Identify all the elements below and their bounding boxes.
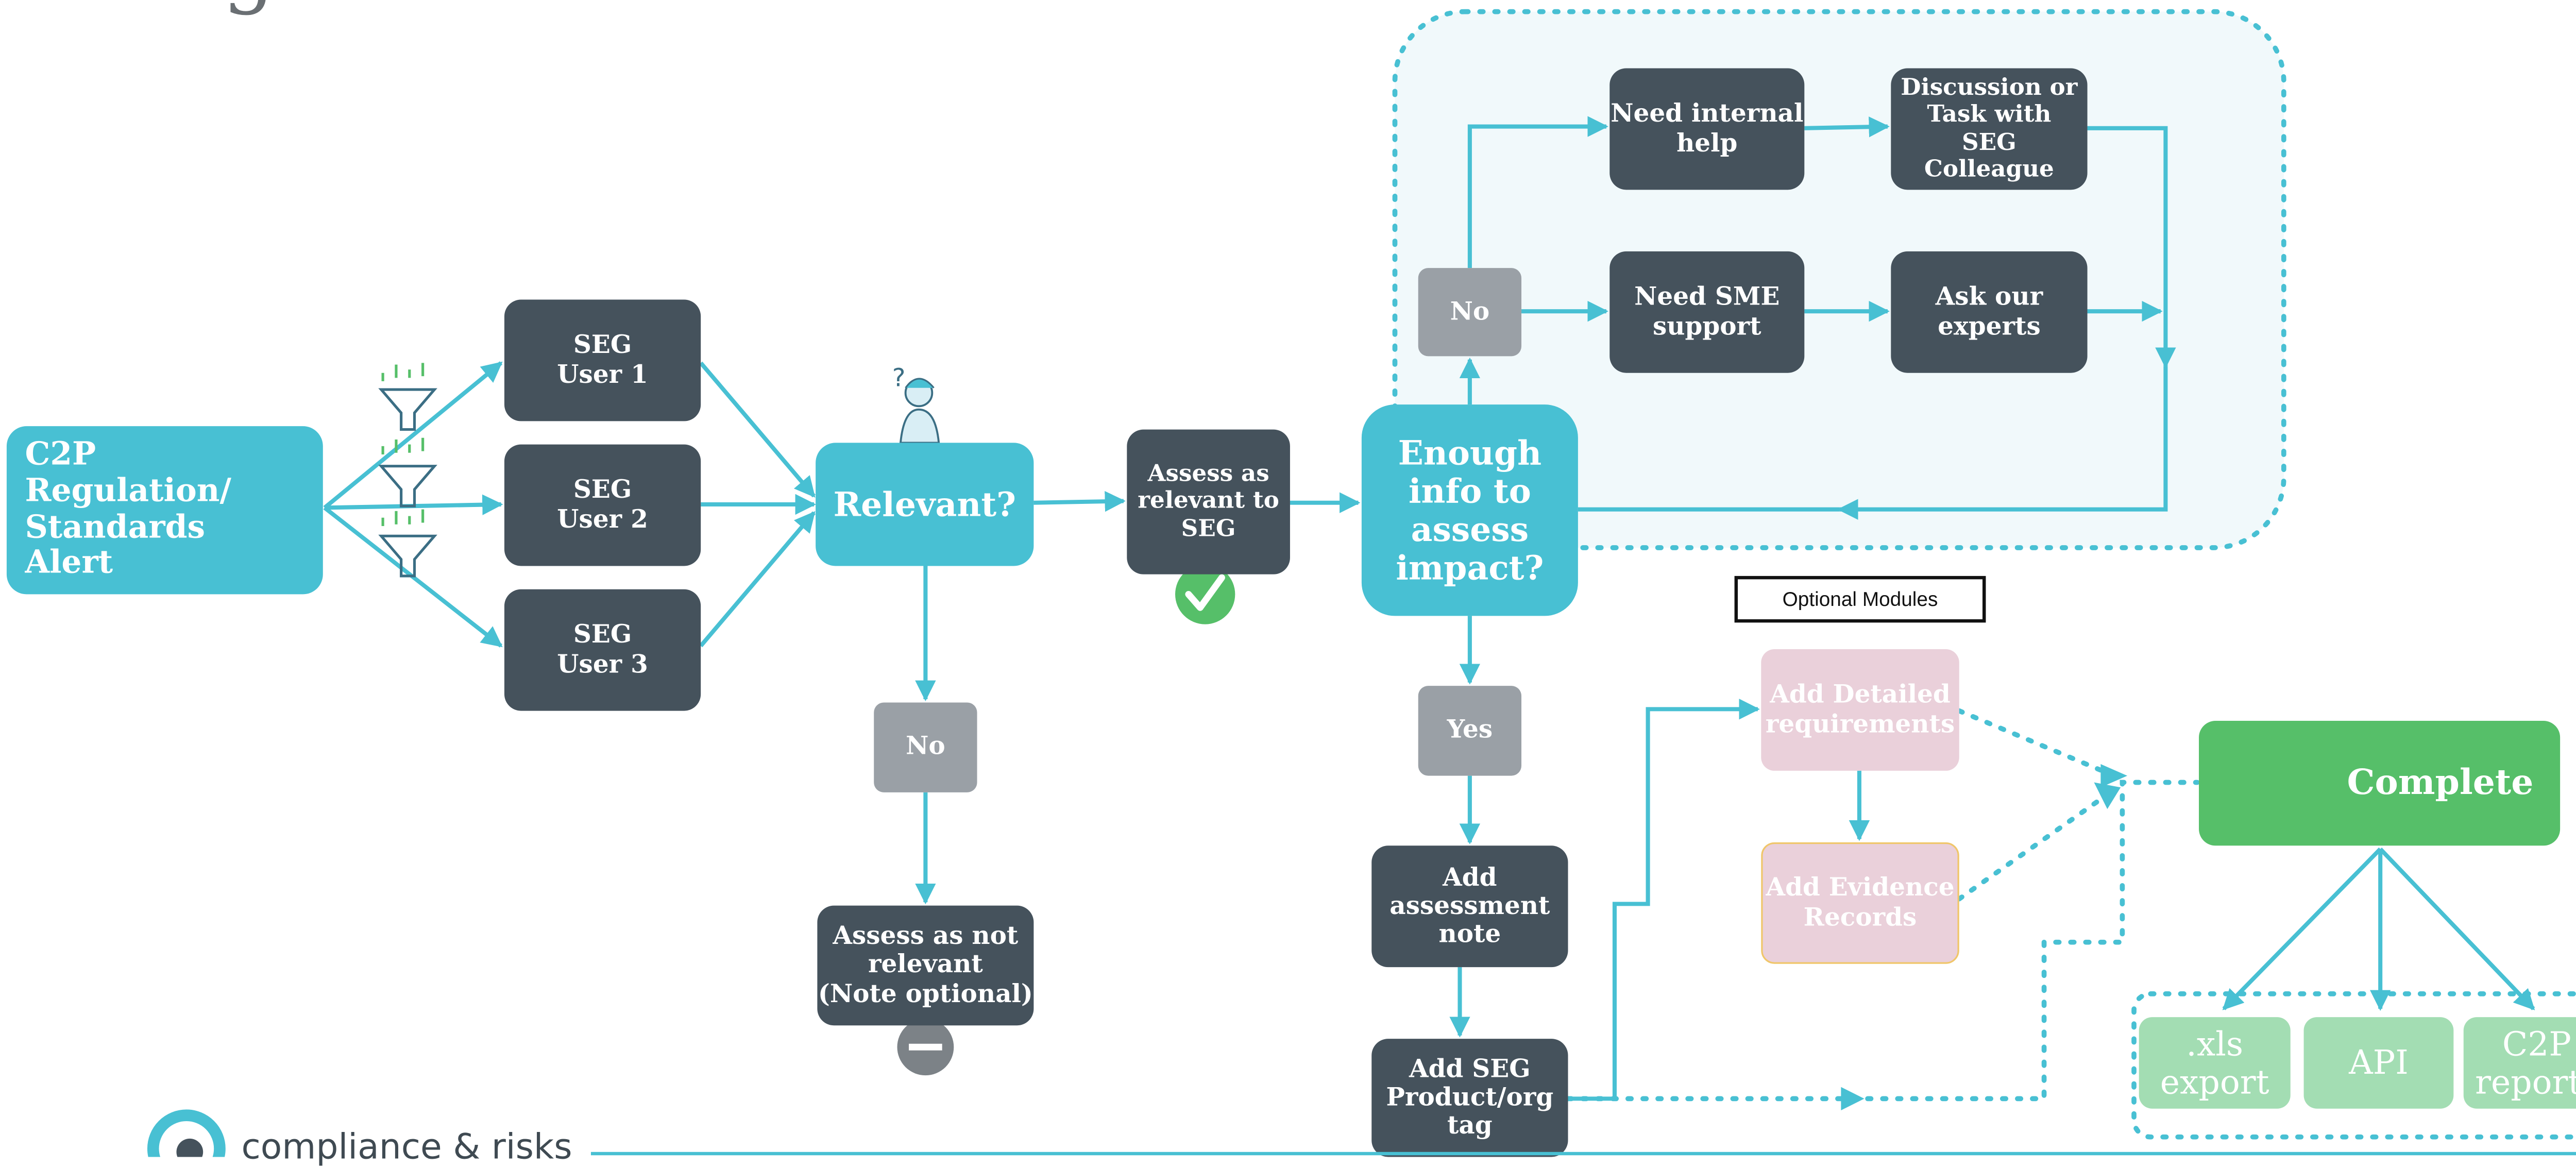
arrow-complete-c2p <box>2379 847 2535 1010</box>
svg-text:?: ? <box>892 364 906 393</box>
dotted-arrowhead-evidence <box>2094 782 2121 809</box>
arrow-user3-relevant <box>699 511 816 648</box>
arrow-internal-discussion <box>1804 116 1890 138</box>
logo-icon <box>147 1109 226 1157</box>
node-api: API <box>2303 1017 2454 1109</box>
complete-label: Complete <box>2347 761 2534 803</box>
thinking-person-icon: ? <box>892 364 940 444</box>
funnel-icon <box>378 509 437 578</box>
dotted-evidence-complete <box>1956 793 2108 902</box>
arrow-complete-xls <box>2222 847 2382 1010</box>
arrow-no-internal <box>1467 116 1608 268</box>
node-detailed-requirements: Add Detailed requirements <box>1761 649 1959 771</box>
node-no-info: No <box>1418 268 1522 357</box>
footer-logo-text: compliance & risks <box>241 1127 572 1167</box>
node-assess-not-relevant: Assess as not relevant (Note optional) <box>817 905 1034 1026</box>
minus-circle-icon <box>897 1019 954 1076</box>
dotted-detailed-complete <box>1956 708 2117 779</box>
node-need-sme: Need SME support <box>1609 251 1805 373</box>
node-discussion: Discussion or Task with SEG Colleague <box>1891 68 2088 190</box>
node-no-relevant: No <box>874 702 977 792</box>
arrow-tag-detailed <box>1568 699 1760 1101</box>
dotted-arrowhead-tag <box>1841 1087 1865 1111</box>
node-add-note: Add assessment note <box>1371 845 1568 968</box>
footer-divider <box>590 1152 2576 1156</box>
node-enough-info: Enough info to assess impact? <box>1361 404 1578 616</box>
optional-modules-label: Optional Modules <box>1734 576 1986 623</box>
arrow-user1-relevant <box>699 361 816 498</box>
node-c2p-reports: C2P reports <box>2463 1017 2576 1109</box>
node-ask-experts: Ask our experts <box>1891 251 2088 373</box>
node-assess-relevant: Assess as relevant to SEG <box>1127 429 1290 574</box>
node-evidence-records: Add Evidence Records <box>1761 842 1959 964</box>
dotted-tag-complete <box>1565 780 2200 1102</box>
checkmark-icon <box>1175 564 1235 624</box>
arrow-discussion-return <box>2087 126 2176 368</box>
arrow-relevant-assess <box>1033 491 1126 512</box>
arrow-alert-user1 <box>323 361 503 510</box>
node-need-internal-help: Need internal help <box>1609 68 1805 190</box>
node-alert: C2P Regulation/ Standards Alert <box>6 426 323 595</box>
page-title: regulations <box>133 0 612 16</box>
node-seg-user-2: SEG User 2 <box>504 444 701 566</box>
node-add-tag: Add SEG Product/org tag <box>1371 1039 1568 1157</box>
node-yes-info: Yes <box>1418 686 1522 776</box>
node-complete: Complete <box>2199 720 2561 846</box>
arrow-return-enough <box>1837 366 2168 520</box>
node-xls-export: .xls export <box>2139 1017 2291 1109</box>
node-relevant: Relevant? <box>816 443 1034 566</box>
funnel-icon <box>378 437 437 508</box>
funnel-icon <box>378 363 437 431</box>
dotted-arrowhead-detailed <box>2100 764 2128 788</box>
node-seg-user-3: SEG User 3 <box>504 589 701 711</box>
node-seg-user-1: SEG User 1 <box>504 299 701 421</box>
